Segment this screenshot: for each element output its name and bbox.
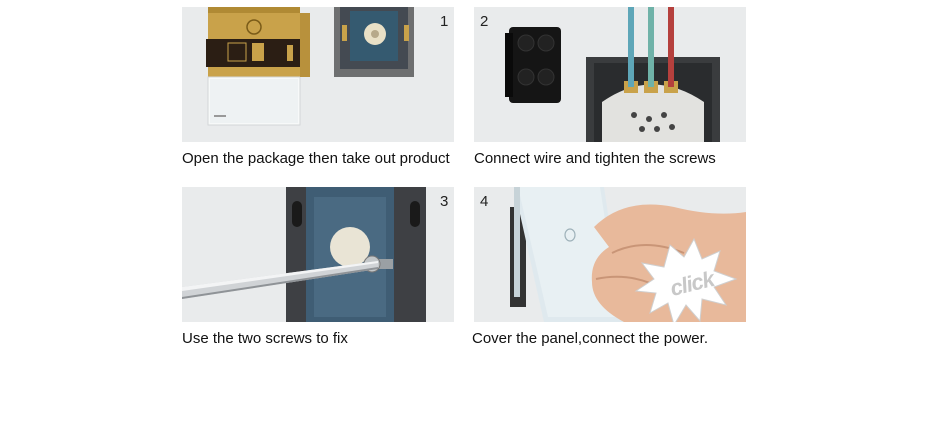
screwdriver-photo-icon bbox=[182, 187, 426, 322]
panel-click-photo-icon bbox=[510, 187, 746, 322]
step-number: 4 bbox=[480, 193, 489, 210]
step-caption: Connect wire and tighten the screws bbox=[474, 150, 716, 167]
step-number: 2 bbox=[480, 13, 489, 30]
step-2-image: 2 bbox=[474, 7, 746, 142]
wiring-photo-icon bbox=[505, 7, 720, 142]
step-3-image: 3 bbox=[182, 187, 454, 322]
step-4-image: 4 click bbox=[474, 187, 746, 322]
step-number: 3 bbox=[440, 193, 449, 210]
step-1-image: 1 bbox=[182, 7, 454, 142]
step-number: 1 bbox=[440, 13, 449, 30]
package-photo-icon bbox=[206, 7, 414, 126]
step-caption: Cover the panel,connect the power. bbox=[472, 330, 708, 347]
step-caption: Open the package then take out product bbox=[182, 150, 450, 167]
step-caption: Use the two screws to fix bbox=[182, 330, 348, 347]
